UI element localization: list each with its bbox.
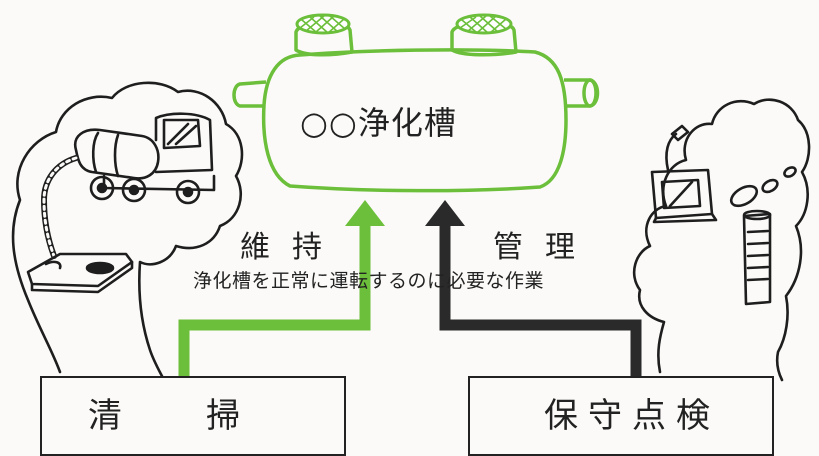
inspection-label: 保守点検 (544, 396, 720, 436)
septic-tank-label: ○○浄化槽 (300, 104, 457, 142)
management-label: 管理 (493, 230, 597, 265)
description-text: 浄化槽を正常に運転するのに必要な作業 (193, 270, 545, 292)
diagram-canvas (11, 13, 811, 382)
cleaning-label: 清掃 (88, 396, 324, 436)
manhole-cover-icon (295, 13, 513, 35)
maintenance-arrow (178, 200, 385, 382)
inspection-tools-icon (632, 98, 811, 382)
septic-maintenance-diagram: ○○浄化槽 維持 管理 浄化槽を正常に運転するのに必要な作業 清掃 保守点検 (11, 13, 811, 456)
maintenance-label: 維持 (240, 230, 344, 265)
management-arrow (425, 200, 642, 382)
vacuum-truck-icon (11, 81, 244, 382)
